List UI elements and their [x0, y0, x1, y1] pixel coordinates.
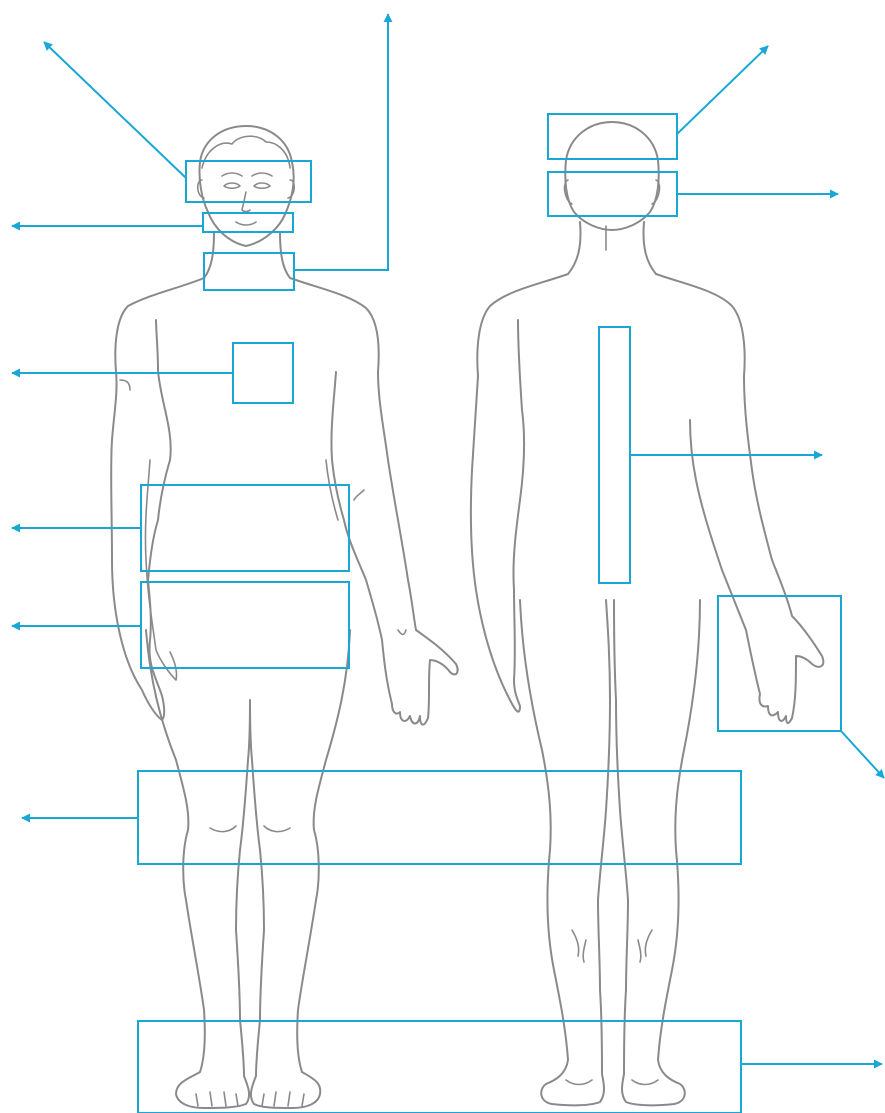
front-knee-right [264, 826, 290, 832]
back-ear-right [652, 180, 659, 204]
front-toes-left [196, 1092, 238, 1106]
back-heel-details [566, 1080, 658, 1085]
knees-region-box[interactable] [138, 771, 741, 864]
feet-region-box[interactable] [138, 1021, 741, 1113]
spine-region[interactable] [599, 327, 822, 583]
abdomen-region-box[interactable] [141, 485, 349, 571]
chest-region-box[interactable] [233, 343, 293, 403]
front-knee-left [210, 826, 236, 832]
abdomen-region[interactable] [12, 485, 349, 571]
eyes-region[interactable] [44, 42, 311, 202]
front-figure [111, 126, 457, 1108]
neck-region[interactable] [204, 14, 388, 290]
back-body-right-outline [656, 274, 823, 723]
front-hair [202, 136, 290, 168]
back-body-left-outline [471, 274, 568, 712]
back-head-region[interactable] [548, 172, 838, 216]
back-legs-outline [520, 600, 700, 1105]
neck-region-arrow-up [294, 14, 388, 270]
back-calf-left [572, 930, 586, 962]
chest-region[interactable] [12, 343, 293, 403]
hand-region-arrow-down-right [841, 731, 884, 778]
front-body-right-outline [290, 278, 458, 725]
front-inner-arm-right [326, 460, 406, 635]
back-figure [471, 122, 823, 1105]
neck-region-box[interactable] [204, 253, 294, 290]
front-eye-left [224, 183, 240, 188]
back-ear-left [565, 180, 572, 204]
front-head-outline [199, 126, 293, 246]
feet-region[interactable] [138, 1021, 882, 1113]
spine-region-box[interactable] [599, 327, 630, 583]
pelvis-region[interactable] [12, 582, 349, 668]
front-brow-left [222, 173, 242, 176]
front-toes-right [262, 1092, 304, 1106]
back-calf-right [638, 930, 652, 962]
eyes-region-arrow-up-left [44, 42, 186, 178]
front-neck [204, 232, 290, 278]
front-legs-outline [146, 630, 350, 1108]
scalp-region-arrow-up-right [677, 46, 768, 134]
regions-layer [12, 14, 884, 1113]
mouth-region[interactable] [12, 213, 293, 232]
front-brow-right [252, 173, 272, 176]
front-eye-right [254, 183, 270, 188]
front-mouth [236, 222, 256, 225]
knees-region[interactable] [22, 771, 741, 864]
back-head-outline [565, 122, 658, 230]
scalp-region[interactable] [548, 46, 768, 159]
